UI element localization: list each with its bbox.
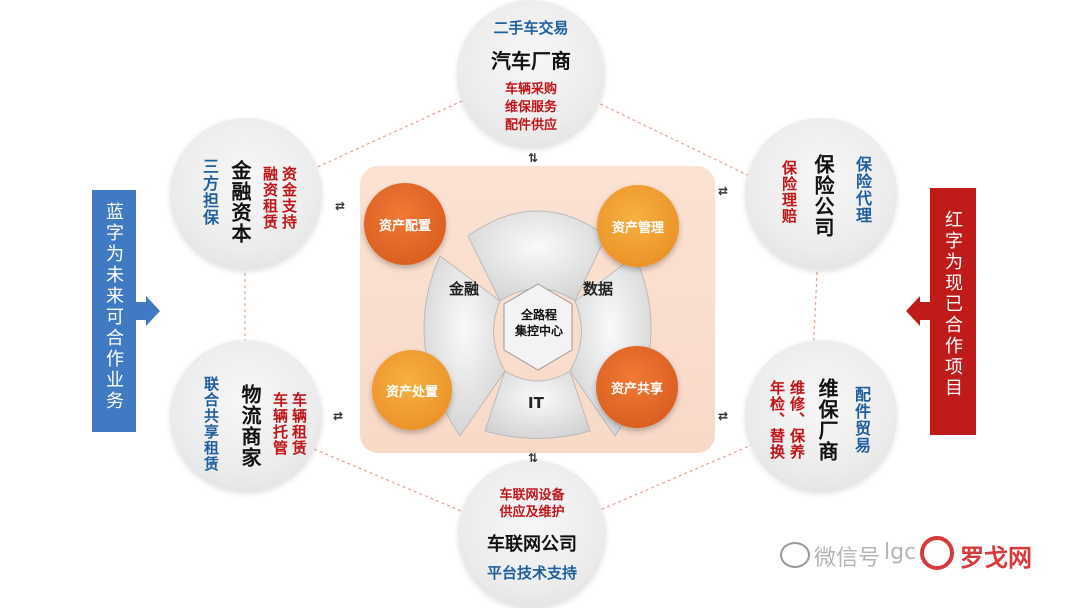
segment-finance-label: 金融 [449, 278, 479, 299]
iov-company-title: 车联网公司 [458, 534, 606, 555]
watermark: 微信号 lgc 罗戈网 [780, 536, 1076, 572]
right-arrow-icon [906, 296, 930, 326]
exchange-arrows-upper-right: ⇄ [718, 185, 728, 197]
finance-service-1: 资金支持 [280, 166, 297, 230]
logistics-merchant-title: 物流商家 [239, 384, 261, 468]
auto-maker-service-3: 配件供应 [457, 118, 605, 133]
maintenance-maker-title: 维保厂商 [816, 378, 838, 462]
auto-maker-service-1: 车辆采购 [457, 82, 605, 97]
wechat-icon [780, 542, 810, 568]
joint-lease-label: 联合共享租赁 [202, 376, 219, 472]
exchange-arrows-bottom: ⇅ [528, 452, 538, 464]
logistics-service-2: 车辆托管 [271, 392, 288, 456]
insurance-company-title: 保险公司 [812, 154, 834, 238]
maintenance-service-2: 维修、保养 [788, 380, 805, 460]
exchange-arrows-upper-left: ⇄ [335, 200, 345, 212]
hub-line-2: 集控中心 [504, 322, 574, 339]
future-business-banner: 蓝字为未来可合作业务 [92, 190, 136, 432]
auto-maker-title: 汽车厂商 [457, 50, 605, 72]
asset-dispose-node: 资产处置 [372, 350, 452, 430]
maintenance-service-1: 年检、替换 [768, 380, 785, 460]
auto-maker-service-2: 维保服务 [457, 100, 605, 115]
asset-config-node: 资产配置 [364, 183, 446, 265]
used-car-trade-label: 二手车交易 [457, 20, 605, 37]
segment-data-label: 数据 [583, 278, 613, 299]
future-business-label: 蓝字为未来可合作业务 [100, 202, 126, 412]
insurance-agency-label: 保险代理 [853, 156, 871, 224]
asset-share-node: 资产共享 [596, 346, 678, 428]
current-projects-banner: 红字为现已合作项目 [930, 188, 976, 435]
segment-it-label: IT [528, 394, 544, 412]
current-projects-label: 红字为现已合作项目 [939, 210, 965, 399]
finance-service-2: 融资租赁 [261, 166, 278, 230]
watermark-prefix: 微信号 [814, 540, 880, 572]
iov-service-1: 车联网设备 [458, 488, 606, 503]
left-arrow-icon [136, 296, 160, 326]
parts-trade-label: 配件贸易 [852, 386, 870, 454]
platform-support-label: 平台技术支持 [458, 565, 606, 582]
third-party-guarantee-label: 三方担保 [200, 158, 218, 226]
iov-service-2: 供应及维护 [458, 505, 606, 520]
watermark-brand: 罗戈网 [960, 538, 1032, 573]
hub-line-1: 全路程 [504, 306, 574, 323]
watermark-id: lgc [884, 540, 916, 565]
exchange-arrows-top: ⇅ [528, 152, 538, 164]
asset-manage-node: 资产管理 [597, 185, 679, 267]
logistics-service-1: 车辆租赁 [290, 392, 307, 456]
logo-icon [920, 536, 954, 570]
finance-capital-title: 金融资本 [229, 160, 251, 244]
exchange-arrows-lower-right: ⇄ [718, 410, 728, 422]
exchange-arrows-lower-left: ⇄ [333, 410, 343, 422]
insurance-claim-label: 保险理赔 [780, 160, 797, 224]
